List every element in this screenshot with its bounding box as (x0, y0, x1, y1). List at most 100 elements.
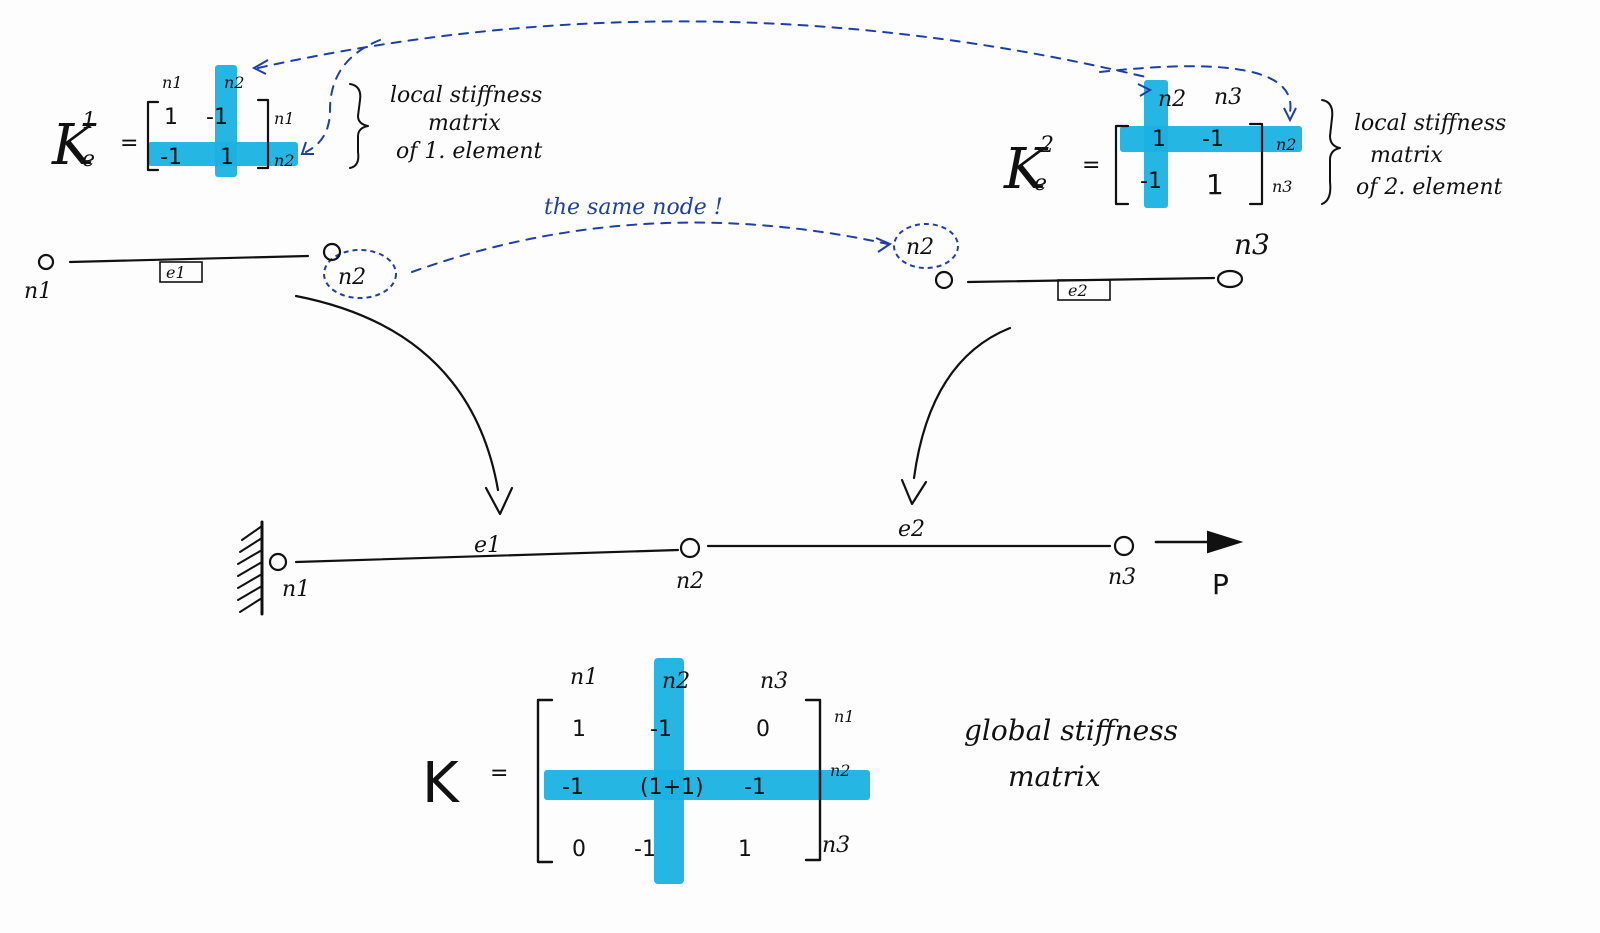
load-label: P (1212, 568, 1229, 601)
assembled-node-n2-label: n2 (676, 569, 704, 594)
local1-row-label-n1: n1 (274, 109, 294, 128)
highlight-col-n2-local2 (1144, 80, 1168, 208)
node-n1-label: n1 (24, 279, 52, 304)
global-col-label-n1: n1 (570, 665, 598, 690)
dashed-hook-right (1099, 65, 1292, 113)
dashed-arc-top (257, 20, 1151, 79)
local2-row-label-n2: n2 (1276, 135, 1296, 154)
assembled-element-e2-label: e2 (898, 517, 925, 542)
arrowhead-e1-down-icon (484, 486, 514, 516)
global-cell-33: 1 (738, 837, 752, 862)
local1-subscript: e (82, 147, 95, 172)
local-matrix-2: K e 2 = n2 n3 n2 n3 1 -1 -1 1 local stif… (1003, 80, 1506, 208)
highlight-row-n2-global (544, 770, 870, 800)
global-equals: = (490, 761, 508, 786)
highlight-col-n2-local1 (215, 65, 237, 177)
local2-cell-22: 1 (1206, 168, 1224, 201)
local2-caption-line2: matrix (1370, 143, 1443, 168)
global-cell-11: 1 (572, 717, 586, 742)
global-col-label-n3: n3 (760, 669, 788, 694)
assembled-node-n1 (268, 552, 288, 572)
assembled-element-e1-label: e1 (474, 533, 501, 558)
dashed-between-nodes (411, 221, 889, 273)
global-cell-23: -1 (744, 775, 766, 800)
arrowhead-to-local2-n2-row-icon (1283, 107, 1297, 123)
global-cell-13: 0 (756, 717, 770, 742)
arrowhead-to-local1-n2-row-icon (300, 141, 314, 155)
assembled-structure: n1 n2 n3 e1 e2 P (237, 517, 1244, 616)
local2-brace (1321, 99, 1341, 205)
node-n1-point (37, 253, 55, 271)
assembled-node-n2 (679, 537, 701, 559)
curved-arrow-e2-to-assembly (912, 326, 1012, 480)
local-matrix-1: K e 1 = n1 n2 n1 n2 1 -1 -1 1 local stif… (51, 65, 542, 178)
node-n2-label-e1: n2 (338, 265, 366, 290)
arrowhead-to-local2-n2-col-icon (1137, 83, 1153, 97)
arrowhead-e2-down-icon (900, 478, 928, 506)
element-e1-tag: e1 (166, 263, 186, 282)
global-cell-22: (1+1) (640, 775, 704, 800)
local2-bracket-right (1248, 122, 1264, 206)
local2-row-label-n3: n3 (1272, 177, 1292, 196)
assembled-node-n3-label: n3 (1108, 565, 1136, 590)
global-row-label-n2: n2 (830, 761, 850, 780)
local1-bracket-right (256, 98, 270, 170)
highlight-col-n2-global (654, 658, 684, 884)
global-row-label-n3: n3 (822, 833, 850, 858)
node-n2-e1-circle (323, 249, 397, 299)
node-n2-label-e2: n2 (906, 235, 934, 260)
local2-cell-11: 1 (1152, 127, 1166, 152)
node-n3-point (1216, 269, 1244, 289)
element-e2-separate: e2 n2 n3 (906, 228, 1270, 301)
global-caption-line2: matrix (1008, 760, 1101, 793)
fixed-wall-hatch-icon (237, 525, 263, 613)
curved-arrow-e1-to-assembly (294, 294, 500, 492)
local1-caption-line2: matrix (428, 111, 501, 136)
local1-col-label-n2: n2 (224, 73, 244, 92)
element-e2-tag: e2 (1068, 281, 1088, 300)
element-e1-line (68, 254, 310, 264)
local1-cell-12: -1 (206, 105, 228, 130)
local1-bracket-left (146, 100, 160, 172)
local2-bracket-left (1114, 124, 1130, 206)
local2-cell-12: -1 (1202, 127, 1224, 152)
local2-col-label-n3: n3 (1214, 85, 1242, 110)
global-col-label-n2: n2 (662, 669, 690, 694)
local1-symbol: K (51, 113, 97, 178)
node-n3-label: n3 (1234, 228, 1270, 261)
global-symbol: K (422, 751, 460, 816)
local1-cell-22: 1 (220, 145, 234, 170)
local2-caption-line1: local stiffness (1354, 111, 1506, 136)
global-bracket-right (804, 698, 822, 862)
global-cell-31: 0 (572, 837, 586, 862)
local2-subscript: e (1034, 171, 1047, 196)
global-matrix: K = n1 n2 n3 n1 n2 n3 1 -1 0 -1 (1+1) -1… (422, 658, 1178, 884)
local1-equals: = (120, 131, 138, 156)
element-e1-separate: e1 n1 n2 (24, 242, 366, 304)
dashed-hook-left (305, 39, 381, 153)
node-n2-e2-circle (893, 223, 959, 269)
global-caption-line1: global stiffness (964, 714, 1178, 747)
assembled-element-e1 (294, 548, 680, 564)
local1-row-label-n2: n2 (274, 151, 294, 170)
local2-caption-line3: of 2. element (1356, 175, 1502, 200)
local2-superscript: 2 (1039, 133, 1054, 158)
local1-caption-line3: of 1. element (396, 139, 542, 164)
local1-brace (349, 83, 369, 169)
local1-cell-21: -1 (160, 145, 182, 170)
assembled-node-n1-label: n1 (282, 577, 310, 602)
arrow-right-icon (1207, 530, 1244, 554)
global-row-label-n1: n1 (834, 707, 854, 726)
global-cell-12: -1 (650, 717, 672, 742)
local2-symbol: K (1003, 137, 1049, 202)
same-node-annotation: the same node ! (251, 20, 1297, 299)
local2-cell-21: -1 (1140, 169, 1162, 194)
local2-equals: = (1082, 153, 1100, 178)
node-n2-point-e1 (322, 242, 342, 262)
local1-cell-11: 1 (164, 105, 178, 130)
arrowhead-to-e2-n2-icon (875, 237, 893, 253)
global-bracket-left (536, 698, 554, 864)
local1-col-label-n1: n1 (162, 73, 182, 92)
